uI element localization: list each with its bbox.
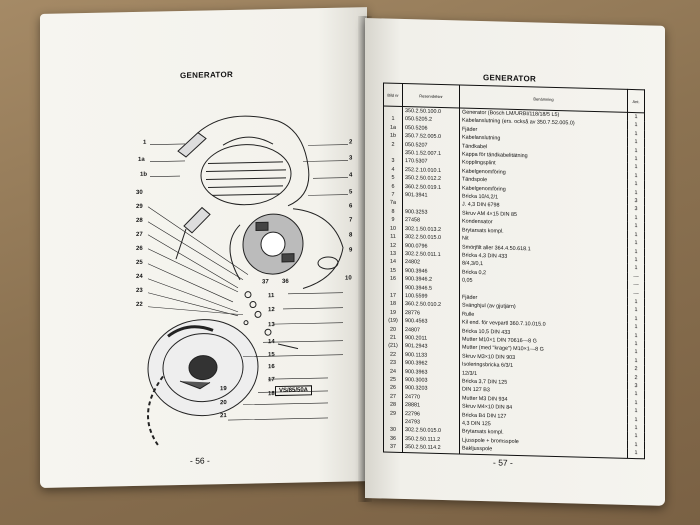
left-page-title: GENERATOR [180, 69, 234, 81]
callout-7: 7 [349, 217, 353, 224]
callout-16: 16 [268, 364, 275, 371]
row-part-number: 350.2.50.114.2 [402, 443, 460, 454]
gasket-ring-drawing [147, 375, 214, 448]
callout-9: 9 [349, 247, 353, 254]
header-quantity: Ant. [627, 89, 645, 113]
flywheel-drawing [147, 319, 259, 417]
callout-1b: 1b [140, 171, 148, 178]
callout-20: 20 [220, 400, 227, 407]
model-code-box: VS/85/50A [275, 385, 313, 397]
callout-11: 11 [268, 293, 275, 300]
callout-37: 37 [262, 279, 269, 286]
right-page: GENERATOR Bild nr Reservdelsnr Benämning… [365, 18, 665, 506]
parts-table: Bild nr Reservdelsnr Benämning Ant. 350.… [383, 82, 645, 459]
left-page: GENERATOR [40, 7, 367, 488]
callout-15: 15 [268, 352, 275, 359]
cable-connector-drawing [175, 206, 211, 260]
callout-5: 5 [349, 189, 353, 196]
callout-21: 21 [220, 413, 227, 420]
small-parts-drawing [243, 291, 299, 350]
row-quantity: 1 [627, 112, 645, 122]
open-booklet: GENERATOR [20, 6, 674, 506]
stator-plate-drawing [229, 213, 304, 281]
callout-6: 6 [349, 203, 353, 210]
callout-1a: 1a [138, 156, 145, 163]
callout-13: 13 [268, 322, 275, 329]
callout-36: 36 [282, 278, 289, 285]
callout-14: 14 [268, 339, 275, 346]
left-page-number: - 56 - [190, 455, 210, 466]
callout-4: 4 [349, 172, 353, 179]
callout-30: 30 [136, 189, 143, 196]
cylinder-head-drawing [200, 136, 292, 206]
callout-17: 17 [268, 377, 275, 384]
leader-lines [147, 143, 348, 421]
row-figure-number: 37 [383, 442, 403, 453]
callout-8: 8 [349, 232, 353, 239]
callout-27: 27 [136, 231, 143, 238]
callout-3: 3 [349, 155, 353, 162]
header-part-number: Reservdelsnr [402, 83, 460, 108]
callout-28: 28 [136, 217, 143, 224]
callout-1: 1 [143, 139, 147, 146]
row-quantity: 1 [627, 449, 645, 459]
callout-22: 22 [136, 301, 143, 308]
header-figure-number: Bild nr [383, 82, 403, 107]
spark-plug-cap-drawing [177, 115, 310, 207]
callout-2: 2 [349, 139, 353, 146]
callout-23: 23 [136, 287, 143, 294]
callout-18: 18 [268, 391, 275, 398]
callout-26: 26 [136, 245, 143, 252]
callout-25: 25 [136, 259, 143, 266]
generator-exploded-diagram [147, 115, 348, 448]
callout-24: 24 [136, 273, 143, 280]
callout-12: 12 [268, 307, 275, 314]
right-page-number: - 57 - [493, 457, 513, 468]
crankcase-drawing [292, 208, 344, 289]
callout-10: 10 [345, 275, 352, 282]
callout-29: 29 [136, 203, 143, 210]
right-page-title: GENERATOR [483, 73, 537, 84]
callout-19: 19 [220, 386, 227, 393]
